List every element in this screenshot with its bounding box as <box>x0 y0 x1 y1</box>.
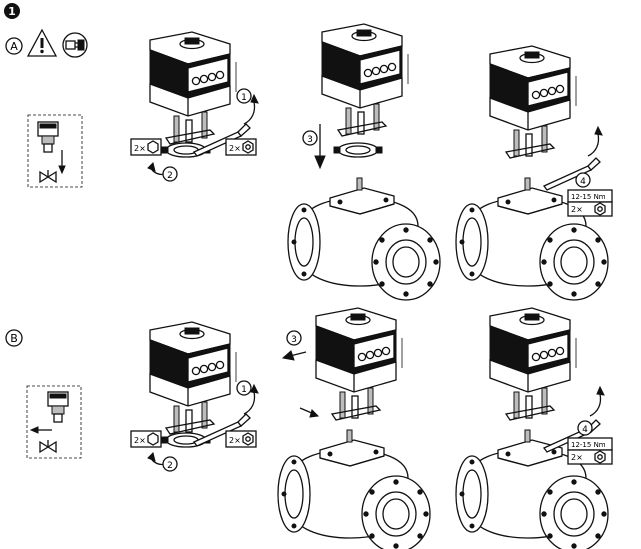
substep-2-badge: 2 <box>162 166 178 182</box>
callout-torque: 12-15 Nm 2× <box>567 437 613 465</box>
callout-hex-bolt-2x: 2× <box>130 430 162 448</box>
substep-1-badge: 1 <box>236 380 252 396</box>
variant-a-label: A <box>5 37 23 55</box>
substep-3-badge: 3 <box>302 130 318 146</box>
variant-b-label: B <box>5 329 23 347</box>
warning-triangle-icon <box>26 28 58 57</box>
svg-text:2×: 2× <box>134 436 146 445</box>
svg-text:1: 1 <box>241 93 247 103</box>
panel-a3-tighten-bolts: 4 12-15 Nm 2× <box>455 45 613 301</box>
callout-hex-bolt-2x: 2× <box>130 138 162 156</box>
hex-bolt-icon <box>147 140 159 154</box>
svg-text:3: 3 <box>291 335 297 345</box>
inset-box-b <box>26 385 82 459</box>
callout-hex-nut-2x: 2× <box>225 138 257 156</box>
substep-4-badge: 4 <box>577 420 593 436</box>
torque-value: 12-15 Nm <box>571 441 606 449</box>
svg-text:2: 2 <box>167 461 173 471</box>
hex-nut-icon <box>242 432 254 446</box>
step-number: 1 <box>8 5 16 18</box>
variant-a-letter: A <box>10 40 18 53</box>
variant-b-letter: B <box>10 332 18 345</box>
svg-text:4: 4 <box>580 177 586 187</box>
variant-a-ring <box>5 37 23 55</box>
substep-1-badge: 1 <box>236 88 252 104</box>
panel-b3-tighten-bolts: 4 12-15 Nm 2× <box>455 307 613 549</box>
panel-a1-actuator-removal: 2× 2× 1 2 <box>130 31 259 182</box>
substep-2-badge: 2 <box>162 456 178 472</box>
hex-nut-icon <box>594 202 606 216</box>
panel-b2-slide-onto-valve: 3 <box>277 307 431 549</box>
step-badge: 1 <box>4 3 20 19</box>
svg-text:4: 4 <box>582 425 588 435</box>
step-badge-disc <box>4 3 20 19</box>
valve-symbol-icon <box>39 440 57 454</box>
svg-text:2×: 2× <box>571 453 583 462</box>
substep-4-badge: 4 <box>575 172 591 188</box>
hex-nut-icon <box>242 140 254 154</box>
valve-symbol-icon <box>39 170 57 184</box>
panel-b1-actuator-removal: 2× 2× 1 2 <box>130 321 259 472</box>
svg-text:2×: 2× <box>571 205 583 214</box>
svg-text:2×: 2× <box>134 144 146 153</box>
svg-text:2: 2 <box>167 171 173 181</box>
svg-text:2×: 2× <box>229 144 241 153</box>
callout-hex-nut-2x: 2× <box>225 430 257 448</box>
hex-nut-icon <box>594 450 606 464</box>
svg-text:1: 1 <box>241 385 247 395</box>
panel-a2-mount-onto-valve: 3 <box>287 23 441 301</box>
inset-box-a <box>27 114 83 188</box>
power-plug-icon <box>62 32 88 58</box>
callout-torque: 12-15 Nm 2× <box>567 189 613 217</box>
hex-bolt-icon <box>147 432 159 446</box>
torque-value: 12-15 Nm <box>571 193 606 201</box>
svg-text:3: 3 <box>307 135 313 145</box>
substep-3-badge: 3 <box>286 330 302 346</box>
variant-b-ring <box>5 329 23 347</box>
svg-text:2×: 2× <box>229 436 241 445</box>
